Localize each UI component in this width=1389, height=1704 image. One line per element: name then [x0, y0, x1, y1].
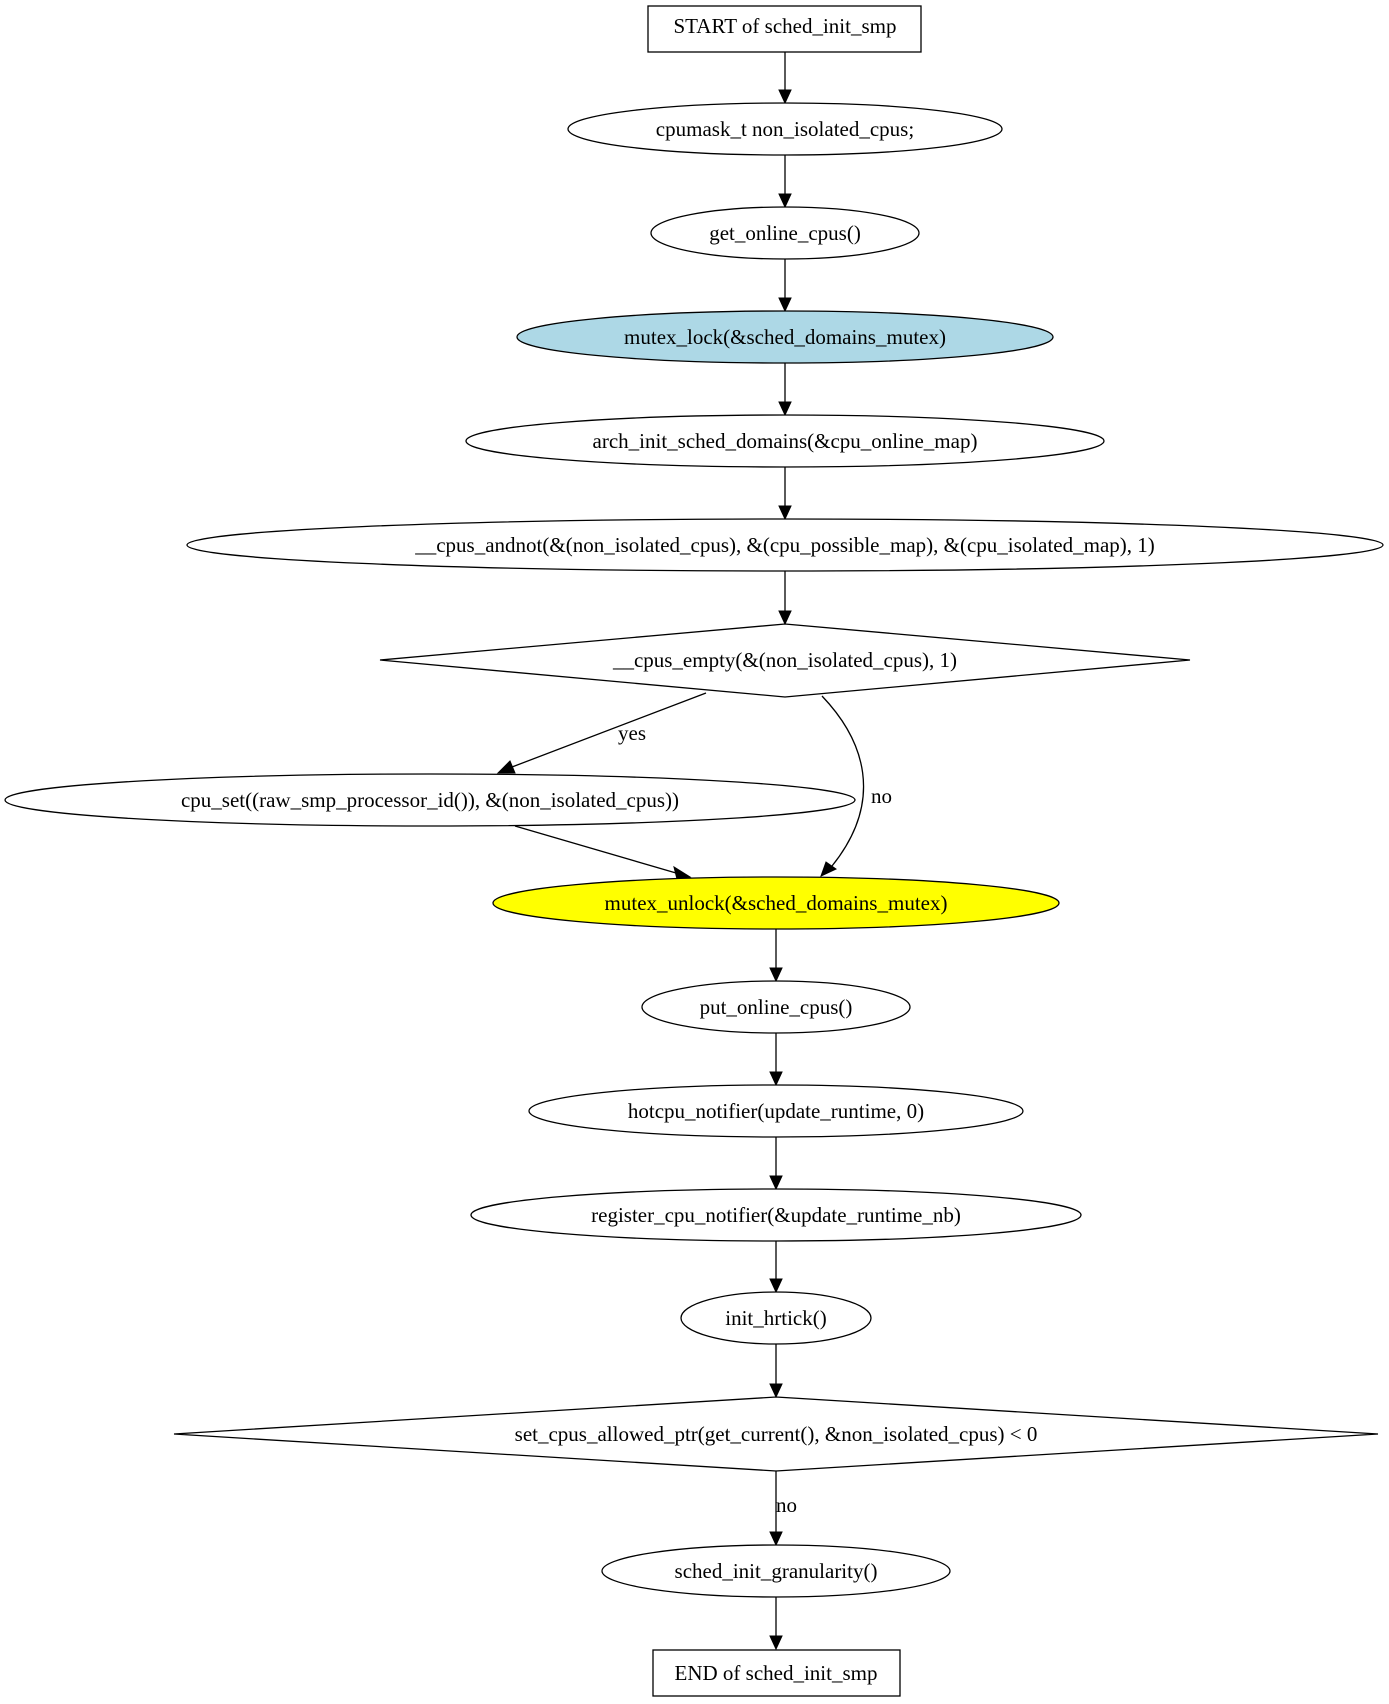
edge-empty-check-yes: [511, 692, 707, 768]
node-start-label: START of sched_init_smp: [673, 14, 896, 38]
arrowhead: [769, 1175, 783, 1191]
arrowhead: [778, 297, 792, 313]
node-get-online-label: get_online_cpus(): [709, 221, 861, 245]
node-get-online-ellipse: [650, 206, 920, 260]
node-empty-check-label: __cpus_empty(&(non_isolated_cpus), 1): [612, 648, 957, 672]
node-granularity: sched_init_granularity(): [601, 1544, 951, 1598]
arrowhead: [769, 1531, 783, 1547]
node-granularity-ellipse: [601, 1544, 951, 1598]
node-allowed-check-diamond: [173, 1396, 1379, 1472]
arrowhead: [778, 193, 792, 209]
arrowhead: [778, 89, 792, 105]
arrowhead: [778, 401, 792, 417]
node-cpu-set-ellipse: [4, 773, 856, 827]
edge-label-yes: yes: [618, 721, 646, 745]
node-hotcpu-label: hotcpu_notifier(update_runtime, 0): [628, 1099, 924, 1123]
node-arch-init-label: arch_init_sched_domains(&cpu_online_map): [593, 429, 978, 453]
arrowhead: [769, 1071, 783, 1087]
edge-empty-check-no: [821, 695, 865, 867]
node-allowed-check-label: set_cpus_allowed_ptr(get_current(), &non…: [515, 1422, 1038, 1446]
node-mutex-unlock-ellipse: [492, 876, 1060, 930]
node-cpu-set-label: cpu_set((raw_smp_processor_id()), &(non_…: [181, 788, 679, 812]
node-put-online-label: put_online_cpus(): [700, 995, 853, 1019]
node-arch-init: arch_init_sched_domains(&cpu_online_map): [465, 414, 1105, 468]
node-decl-label: cpumask_t non_isolated_cpus;: [656, 117, 914, 141]
edge-label-no: no: [776, 1493, 797, 1517]
node-andnot: __cpus_andnot(&(non_isolated_cpus), &(cp…: [186, 518, 1384, 572]
edge-cpu-set-mutex-unlock: [514, 825, 677, 874]
arrowhead: [820, 861, 837, 877]
node-mutex-lock-label: mutex_lock(&sched_domains_mutex): [624, 325, 946, 349]
arrowhead: [769, 1635, 783, 1651]
node-arch-init-ellipse: [465, 414, 1105, 468]
node-end-label: END of sched_init_smp: [675, 1661, 878, 1685]
node-hrtick: init_hrtick(): [680, 1291, 872, 1345]
node-get-online: get_online_cpus(): [650, 206, 920, 260]
node-decl-ellipse: [567, 102, 1003, 156]
node-empty-check-diamond: [379, 623, 1191, 698]
node-put-online: put_online_cpus(): [641, 980, 911, 1034]
node-end-box: [652, 1649, 901, 1697]
arrowhead: [778, 505, 792, 521]
node-mutex-lock-ellipse: [516, 310, 1054, 364]
arrowhead: [769, 967, 783, 983]
node-andnot-ellipse: [186, 518, 1384, 572]
node-hotcpu-ellipse: [528, 1084, 1024, 1138]
arrowhead: [496, 760, 516, 774]
arrowhead: [778, 610, 792, 626]
node-empty-check: __cpus_empty(&(non_isolated_cpus), 1): [379, 623, 1191, 698]
node-mutex-unlock: mutex_unlock(&sched_domains_mutex): [492, 876, 1060, 930]
node-register-label: register_cpu_notifier(&update_runtime_nb…: [591, 1203, 961, 1227]
node-mutex-lock: mutex_lock(&sched_domains_mutex): [516, 310, 1054, 364]
edge-label-no: no: [871, 784, 892, 808]
node-hrtick-ellipse: [680, 1291, 872, 1345]
node-andnot-label: __cpus_andnot(&(non_isolated_cpus), &(cp…: [414, 533, 1155, 557]
arrowhead: [769, 1383, 783, 1399]
node-allowed-check: set_cpus_allowed_ptr(get_current(), &non…: [173, 1396, 1379, 1472]
node-hrtick-label: init_hrtick(): [725, 1306, 826, 1330]
node-hotcpu: hotcpu_notifier(update_runtime, 0): [528, 1084, 1024, 1138]
node-decl: cpumask_t non_isolated_cpus;: [567, 102, 1003, 156]
node-granularity-label: sched_init_granularity(): [675, 1559, 878, 1583]
node-start: START of sched_init_smp: [647, 5, 922, 53]
node-cpu-set: cpu_set((raw_smp_processor_id()), &(non_…: [4, 773, 856, 827]
node-mutex-unlock-label: mutex_unlock(&sched_domains_mutex): [605, 891, 948, 915]
edges: [496, 52, 865, 1651]
node-end: END of sched_init_smp: [652, 1649, 901, 1697]
node-start-box: [647, 5, 922, 53]
arrowhead: [673, 865, 692, 880]
arrowhead: [769, 1278, 783, 1294]
node-put-online-ellipse: [641, 980, 911, 1034]
node-register-ellipse: [470, 1188, 1082, 1242]
node-register: register_cpu_notifier(&update_runtime_nb…: [470, 1188, 1082, 1242]
